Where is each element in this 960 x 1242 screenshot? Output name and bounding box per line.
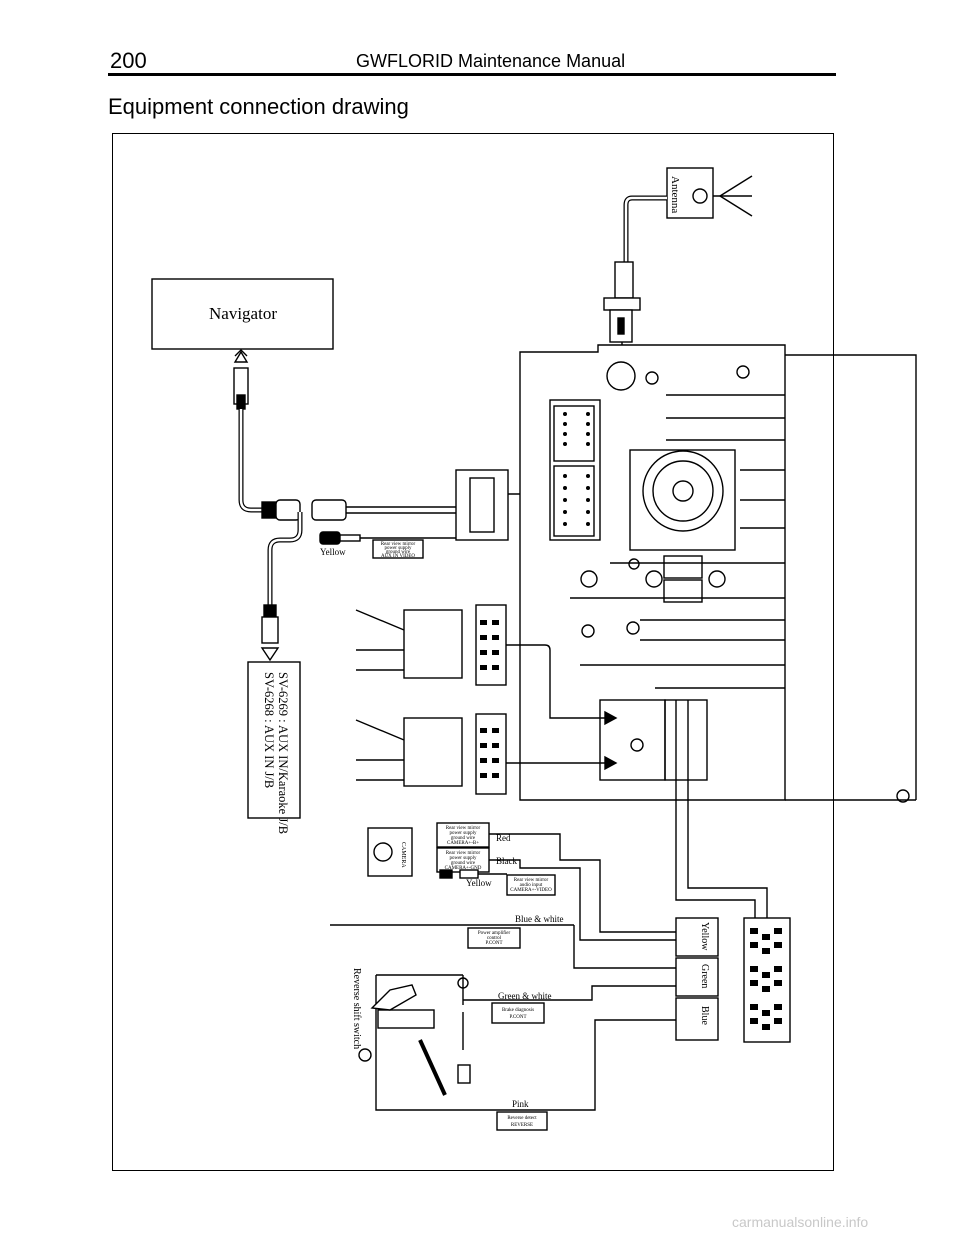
power-amp-label-3: P.CONT [485,941,502,946]
antenna-icon [603,167,753,358]
connector-yellow [675,917,719,957]
brake-label-2: P.CONT [509,1015,526,1020]
section-title: Equipment connection drawing [108,94,409,119]
camera-plus-label-3: ground wire [451,836,476,841]
camera-gnd-label-4: CAMERA+-GND [445,866,482,871]
camera-plus-label-2: power supply [449,831,477,836]
aux-box-line1: SV-6269 : AUX IN/Karaoke J/B [276,672,290,834]
reverse-label-box [496,1111,548,1131]
camera-box [367,827,413,877]
power-amp-label-2: control [487,936,502,941]
aux-video-label-4: AUX IN VIDEO [381,554,415,559]
power-amp-label-box [467,927,521,949]
aux-box-line2: SV-6268 : AUX IN J/B [262,672,276,788]
power-amp-label-1: Power amplifier [478,931,511,936]
camera-video-label-2: audio input [520,883,543,888]
speaker-pins [480,620,499,778]
reverse-switch-label: Reverse shift switch [351,968,362,1049]
aux-junction-box [247,661,301,819]
connector-pins-upper-left [563,412,590,526]
speaker-connector-upper [355,604,507,686]
wire-red-label: Red [496,833,511,843]
figure-frame [112,133,834,1171]
camera-gnd-label-1: Rear view mirror [446,851,481,856]
connector-green [675,957,719,997]
camera-video-label-1: Rear view mirror [514,878,549,883]
harness-block [455,469,509,541]
camera-plus-label-1: Rear view mirror [446,826,481,831]
manual-title: GWFLORID Maintenance Manual [356,51,626,71]
connector-yellow-label: Yellow [699,922,710,951]
camera-video-label-box [506,874,556,896]
aux-video-label-box [372,539,424,559]
watermark: carmanualsonline.info [732,1214,869,1230]
aux-video-label-3: ground wire [386,550,411,555]
connector-blue-label: Blue [699,1006,710,1025]
connector-blue [675,997,719,1041]
antenna-label: Antenna [669,176,681,213]
wire-black-label: Black [496,856,517,866]
aux-video-label-2: power supply [384,546,412,551]
camera-label: CAMERA [400,842,406,868]
header-rule [108,73,836,76]
camera-gnd-label-3: ground wire [451,861,476,866]
brake-label-box [491,1002,545,1024]
wire-pink-label: Pink [512,1099,529,1109]
connector-green-label: Green [699,964,710,988]
camera-power-label-box [436,822,490,848]
yellow-label-top: Yellow [320,547,346,557]
speaker-connector-lower [355,713,507,795]
brake-label-1: Brake diagnosis [502,1008,534,1013]
navigator-label: Navigator [209,304,277,323]
navigator-cable [233,367,456,662]
navigator-box [151,278,334,350]
yellow-label-camera: Yellow [466,878,492,888]
aux-video-label-1: Rear view mirror [381,542,416,547]
wire-blue-white-label: Blue & white [515,914,564,924]
page-number: 200 [110,48,147,73]
multi-pin-pins [750,928,782,1030]
head-unit-rear-panel [519,344,916,803]
reverse-label-1: Reverse detect [507,1116,537,1121]
reverse-label-2: REVERSE [511,1123,533,1128]
wire-green-white-label: Green & white [498,991,551,1001]
camera-plus-label-4: CAMERA+-B+ [447,841,479,846]
camera-video-label-3: CAMERA+-VIDEO [510,888,552,893]
camera-gnd-label-2: power supply [449,856,477,861]
